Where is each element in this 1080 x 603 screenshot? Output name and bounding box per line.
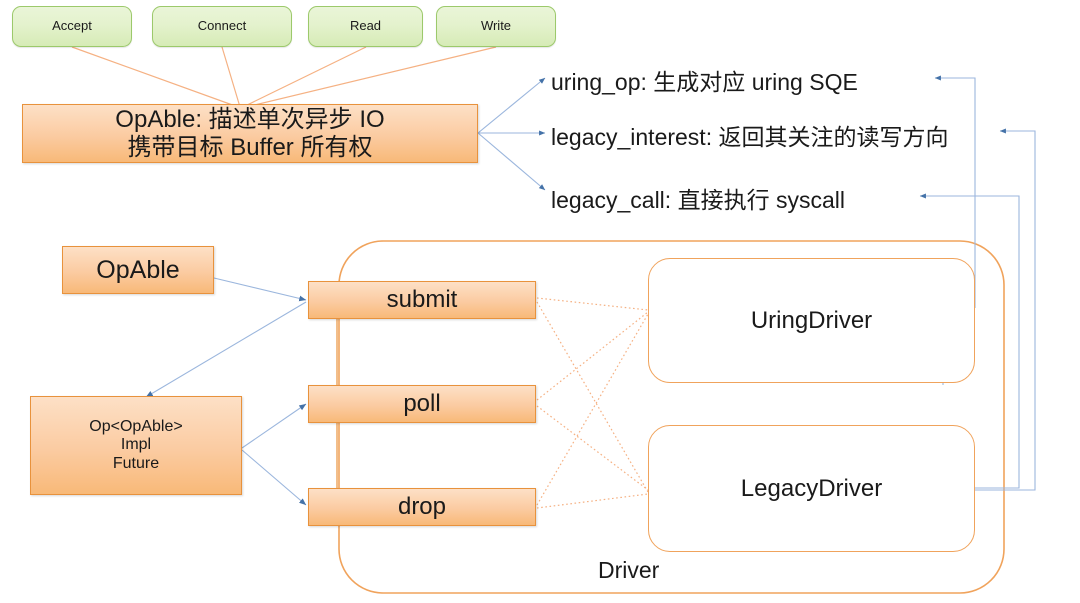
op-impl-label: Impl [120,436,152,454]
op-kind-read[interactable]: Read [308,6,423,47]
opkind-connectors [71,46,497,108]
op-future-label: Future [112,454,160,472]
trait-method-legacy-interest: legacy_interest: 返回其关注的读写方向 [551,124,949,150]
verb-driver-connectors [536,297,649,509]
driver-label: LegacyDriver [740,474,883,502]
trait-method-connectors [477,77,546,191]
verb-poll[interactable]: poll [308,385,536,423]
op-kind-label: Write [480,18,512,34]
verb-submit[interactable]: submit [308,281,536,319]
op-kind-label: Accept [52,18,92,34]
opable-node[interactable]: OpAble [62,246,214,294]
driver-container-caption: Driver [598,557,660,583]
driver-label: UringDriver [750,306,873,334]
driver-uring[interactable]: UringDriver [648,258,975,383]
op-kind-label: Connect [197,18,247,34]
driver-legacy[interactable]: LegacyDriver [648,425,975,552]
opable-node-label: OpAble [96,255,180,284]
op-generic-label: Op<OpAble> [89,417,183,435]
op-opable-future-node[interactable]: Op<OpAble> Impl Future [30,396,242,495]
verb-label: poll [403,390,441,418]
opable-trait-box[interactable]: OpAble: 描述单次异步 IO 携带目标 Buffer 所有权 [22,104,478,163]
op-kind-label: Read [349,18,382,34]
opable-trait-line1: OpAble: 描述单次异步 IO [115,105,385,133]
op-kind-accept[interactable]: Accept [12,6,132,47]
trait-method-uring-op: uring_op: 生成对应 uring SQE [551,69,858,95]
trait-method-legacy-call: legacy_call: 直接执行 syscall [551,187,845,213]
verb-label: submit [386,286,458,314]
op-kind-connect[interactable]: Connect [152,6,292,47]
verb-label: drop [397,493,447,521]
verb-drop[interactable]: drop [308,488,536,526]
op-kind-write[interactable]: Write [436,6,556,47]
opable-trait-line2: 携带目标 Buffer 所有权 [127,133,373,161]
